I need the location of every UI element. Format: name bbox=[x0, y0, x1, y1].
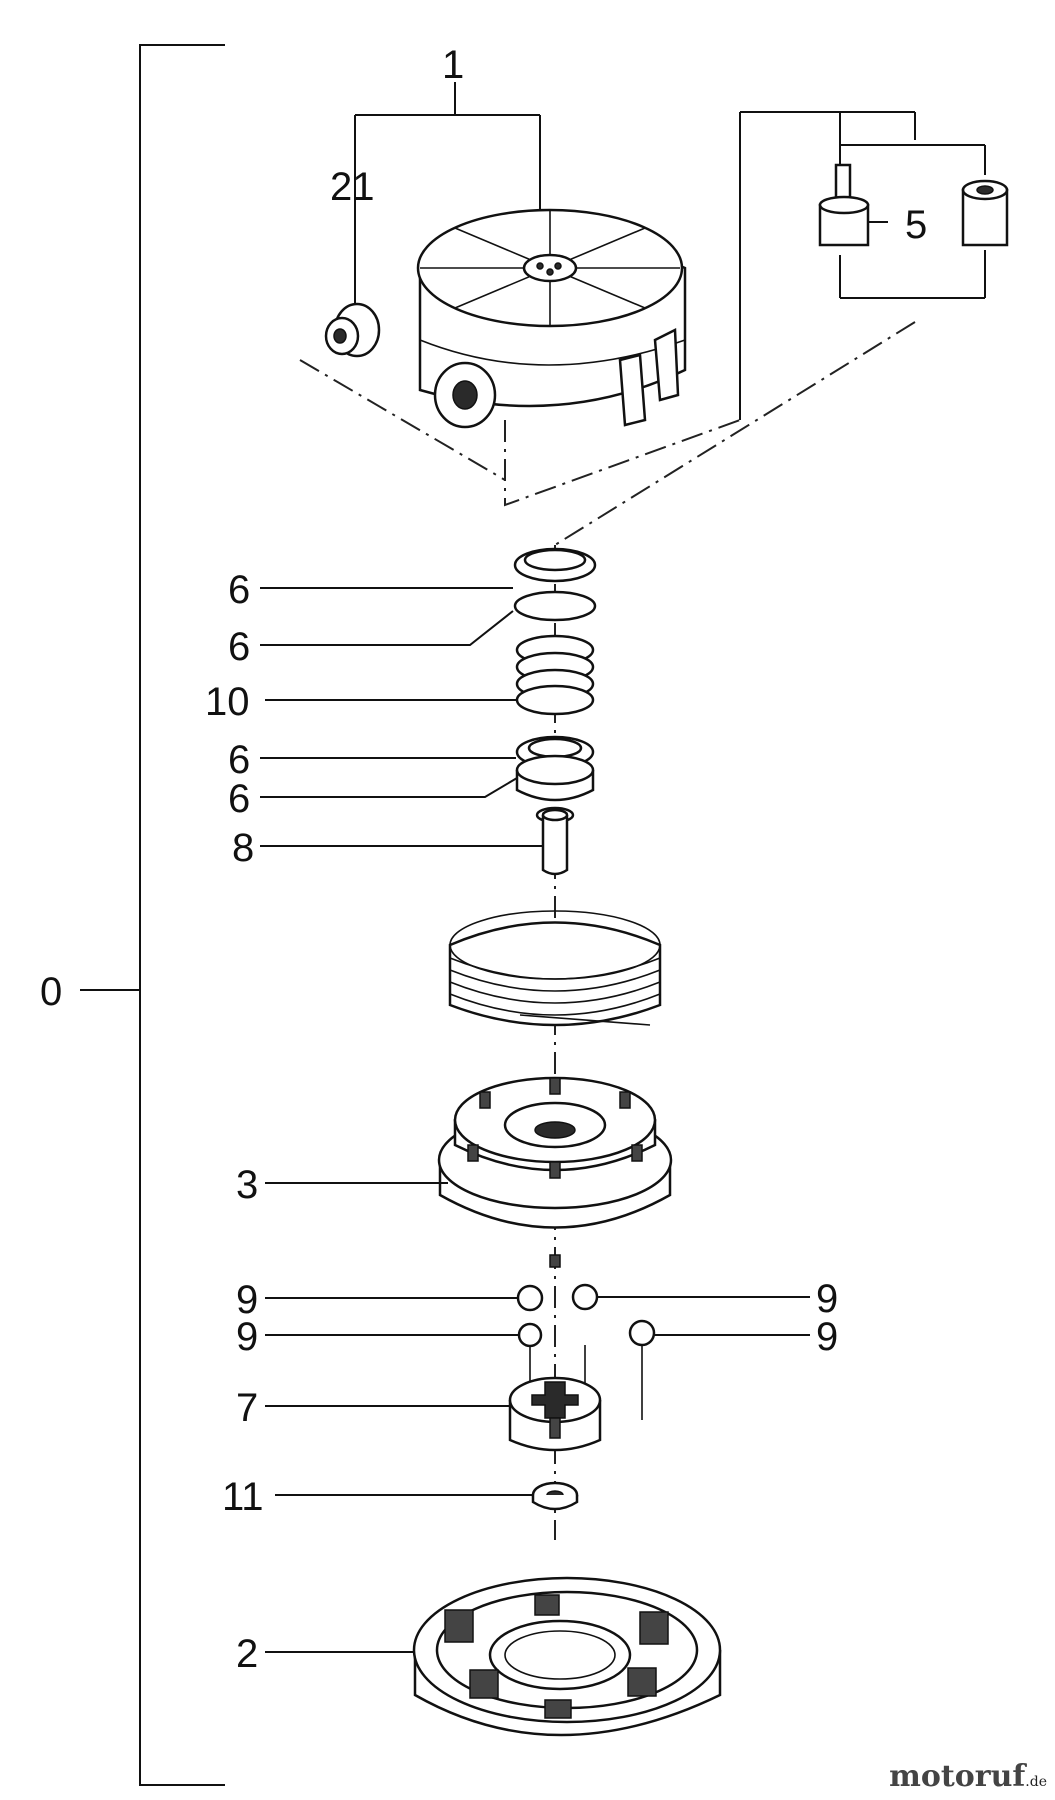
washer-6b bbox=[513, 590, 597, 622]
label-11[interactable]: 11 bbox=[222, 1475, 264, 1519]
spring-10 bbox=[515, 634, 595, 716]
base-housing-2 bbox=[412, 1576, 722, 1737]
hub-7 bbox=[508, 1345, 643, 1452]
washer-6d bbox=[515, 754, 595, 802]
line-coil bbox=[448, 910, 662, 1027]
washer-11 bbox=[531, 1481, 579, 1511]
label-1-bracket bbox=[354, 82, 541, 300]
label-0[interactable]: 0 bbox=[40, 970, 62, 1014]
watermark-logo: motoruf.de bbox=[889, 1759, 1047, 1794]
balls-9 bbox=[516, 1283, 656, 1348]
label-9d[interactable]: 9 bbox=[816, 1315, 838, 1359]
label-7[interactable]: 7 bbox=[236, 1386, 258, 1430]
cover-cap bbox=[416, 208, 687, 429]
label-5[interactable]: 5 bbox=[905, 203, 927, 247]
label-9b[interactable]: 9 bbox=[816, 1277, 838, 1321]
label-8[interactable]: 8 bbox=[232, 826, 254, 870]
label-9c[interactable]: 9 bbox=[236, 1315, 258, 1359]
label-9a[interactable]: 9 bbox=[236, 1278, 258, 1322]
nuts-5 bbox=[818, 163, 1009, 247]
plug-21 bbox=[299, 300, 506, 481]
label-6c[interactable]: 6 bbox=[228, 738, 250, 782]
washer-6a bbox=[513, 547, 597, 583]
watermark-brand: motoruf bbox=[889, 1759, 1026, 1794]
spool-3 bbox=[437, 1076, 673, 1268]
label-1[interactable]: 1 bbox=[442, 43, 464, 87]
label-6d[interactable]: 6 bbox=[228, 777, 250, 821]
pin-8 bbox=[535, 806, 575, 876]
assembly-bracket bbox=[80, 44, 225, 1786]
label-6a[interactable]: 6 bbox=[228, 568, 250, 612]
label-2[interactable]: 2 bbox=[236, 1632, 258, 1676]
label-3[interactable]: 3 bbox=[236, 1163, 258, 1207]
label-5-bracket bbox=[739, 111, 986, 420]
label-10[interactable]: 10 bbox=[205, 680, 250, 724]
label-21[interactable]: 21 bbox=[330, 165, 375, 209]
label-6b[interactable]: 6 bbox=[228, 625, 250, 669]
watermark-tld: .de bbox=[1025, 1774, 1047, 1790]
